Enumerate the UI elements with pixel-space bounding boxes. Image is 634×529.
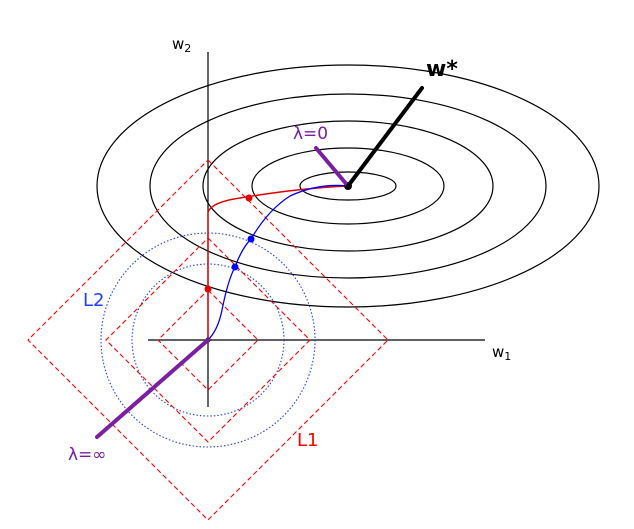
contour-4 [149, 93, 547, 279]
contour-3 [202, 120, 494, 252]
axes [148, 52, 485, 407]
lambda-zero-label: λ=0 [293, 124, 328, 144]
l1-path [207, 185, 349, 340]
l1-point-1 [204, 285, 212, 293]
contour-5 [96, 64, 600, 308]
l1-label: L1 [297, 430, 318, 451]
w2-axis-label: w2 [172, 35, 191, 55]
lambda-zero-marker [314, 146, 350, 188]
contour-2 [251, 147, 445, 225]
l2-point-2 [247, 235, 255, 243]
l2-point-1 [231, 263, 239, 271]
contour-1 [299, 171, 397, 201]
l1-diamond-1 [157, 289, 259, 391]
w-star-pointer [346, 86, 424, 188]
w1-axis-label: w1 [492, 343, 511, 363]
w-star-label: w* [426, 57, 458, 82]
l2-path [207, 184, 349, 341]
path-points [204, 182, 352, 343]
lambda-inf-marker [95, 338, 210, 439]
l1-constraint-diamonds [27, 159, 389, 521]
l2-circle-large [100, 232, 316, 448]
l2-label: L2 [83, 290, 104, 311]
loss-contours [96, 64, 600, 308]
l1-point-2 [245, 194, 253, 202]
lambda-inf-label: λ=∞ [68, 445, 106, 465]
l1-diamond-3 [27, 159, 389, 521]
l1-diamond-2 [105, 237, 311, 443]
